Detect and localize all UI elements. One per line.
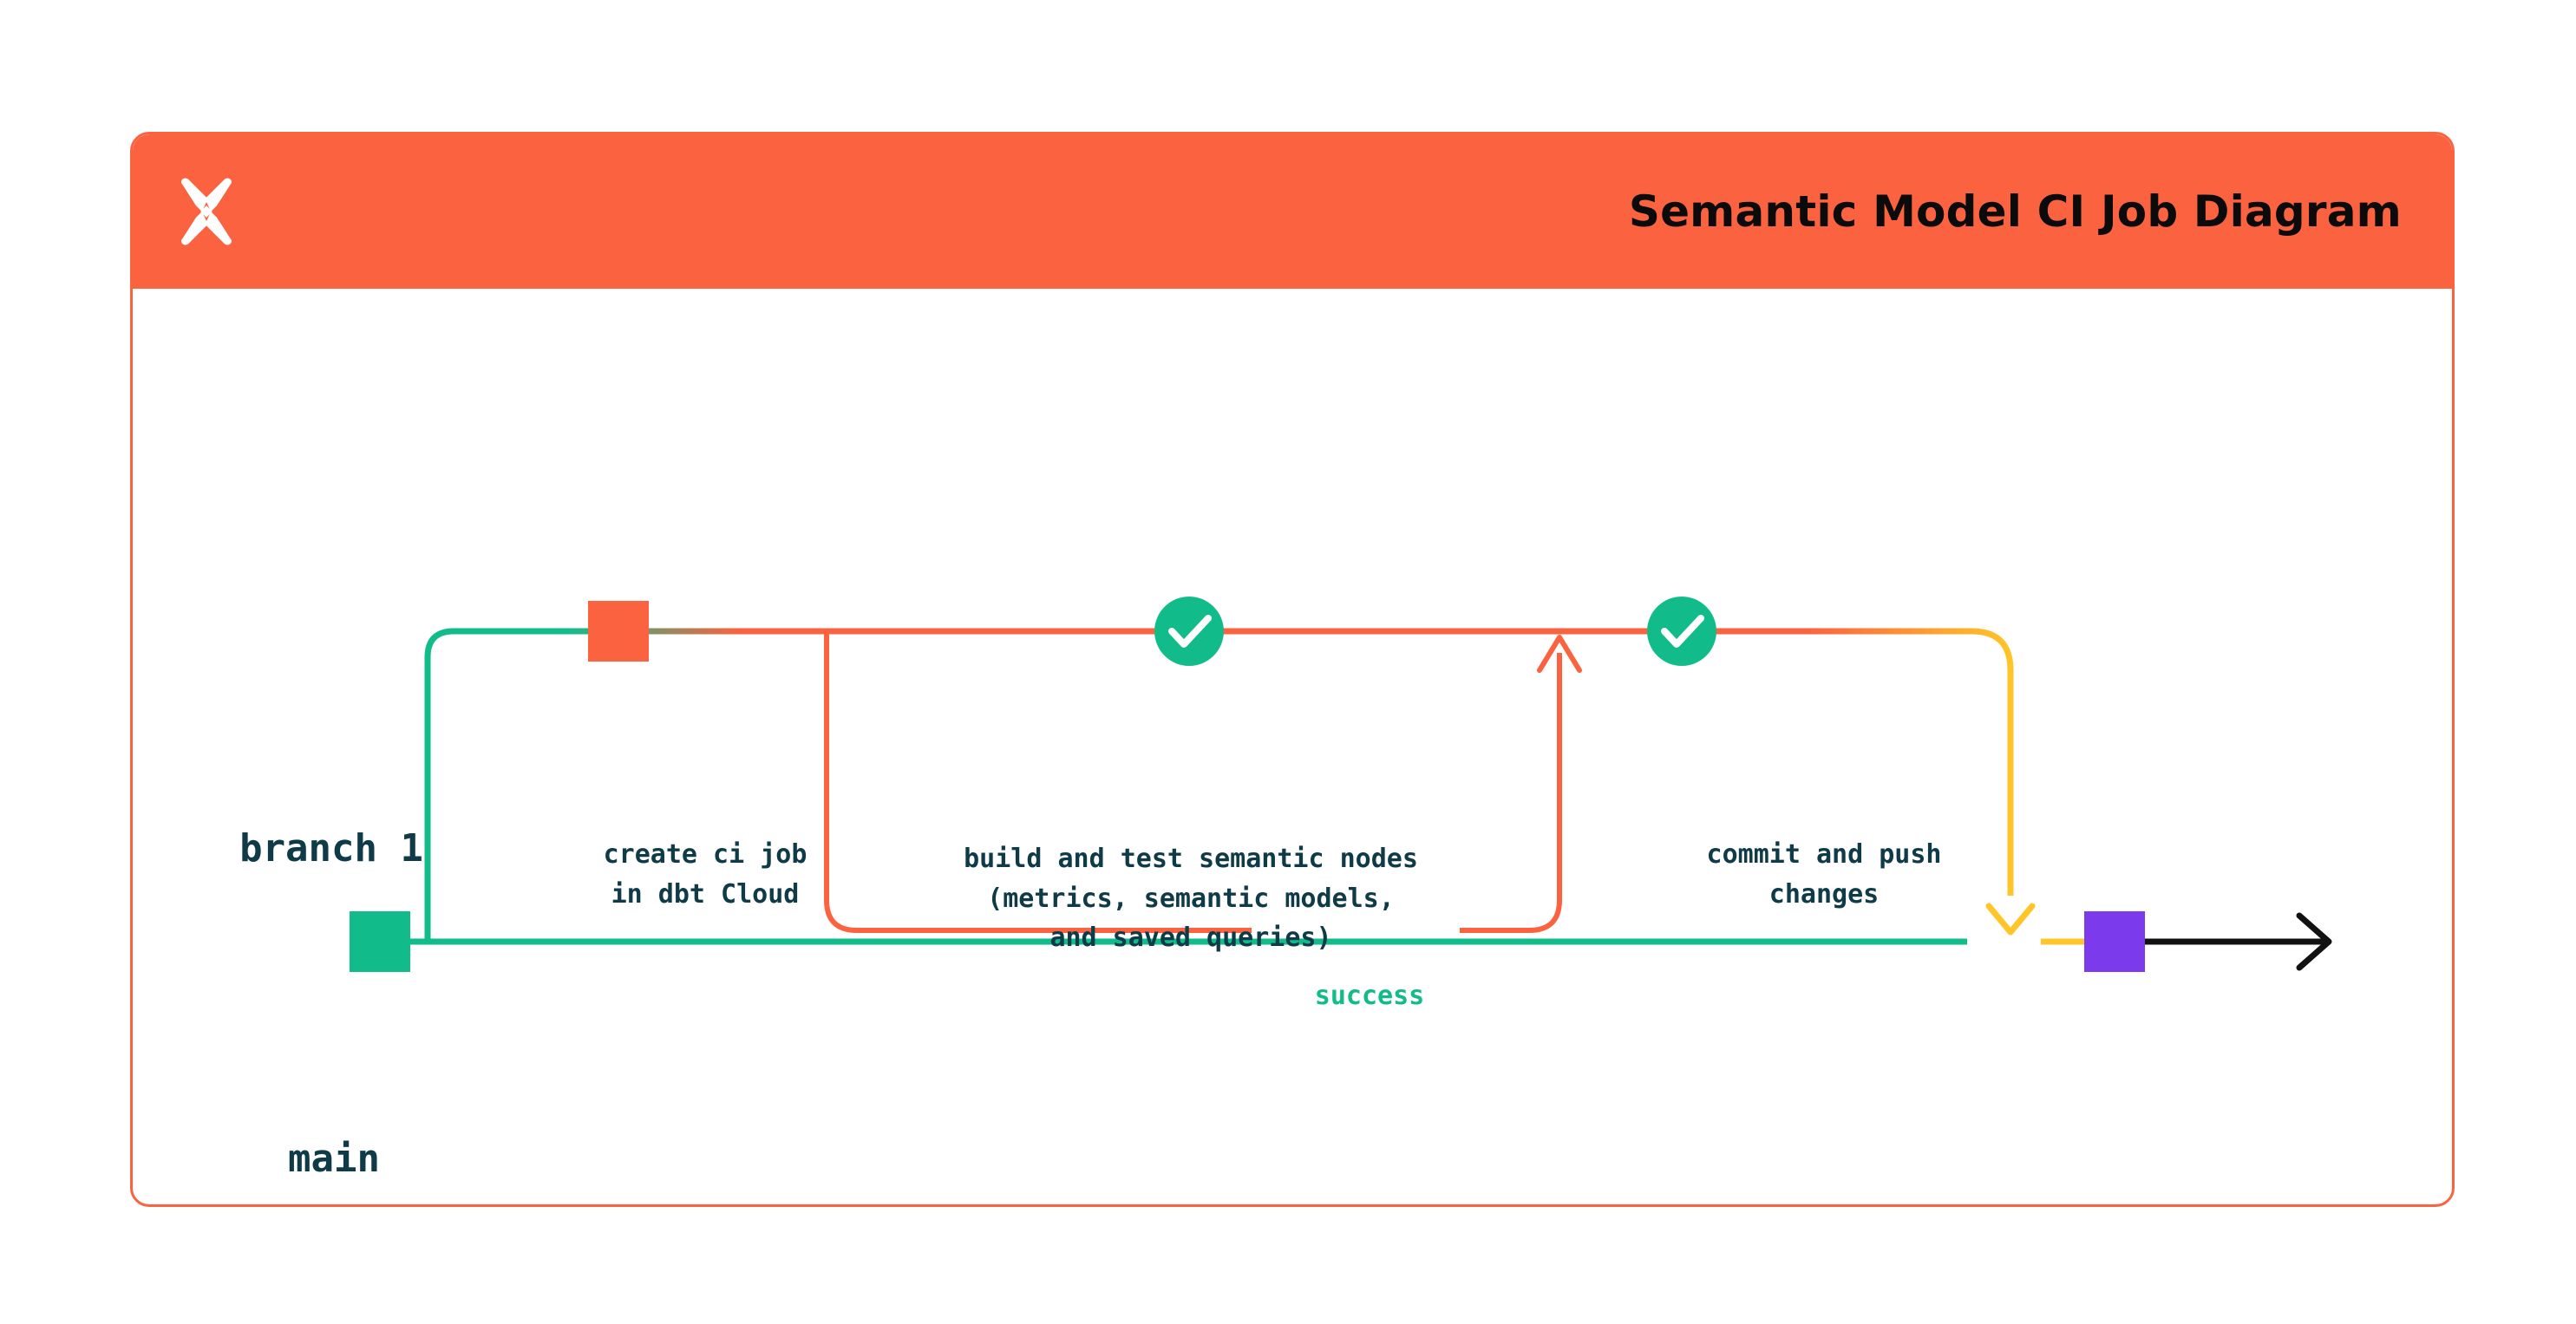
page-title: Semantic Model CI Job Diagram — [1628, 186, 2402, 237]
edge-label-success: success — [1260, 981, 1479, 1011]
merge-arrowhead-down-icon — [1985, 903, 2036, 936]
check-icon — [1168, 615, 1212, 648]
card-header: Semantic Model CI Job Diagram — [133, 134, 2452, 289]
node-create-ci-job[interactable] — [588, 601, 649, 662]
node-main-start[interactable] — [350, 911, 410, 972]
node-caption-create-ci-job: create ci job in dbt Cloud — [603, 839, 807, 910]
branch-off-edge — [424, 628, 743, 945]
node-caption-build-and-test: build and test semantic nodes (metrics, … — [964, 844, 1418, 954]
success-loop-right — [1460, 653, 1562, 933]
success-arrowhead-up-icon — [1537, 635, 1582, 673]
diagram-canvas: branch 1 main create ci job in dbt Cloud… — [133, 289, 2452, 1204]
success-loop-left — [824, 631, 1252, 933]
check-icon — [1661, 615, 1704, 648]
main-arrowhead-right-icon — [2296, 912, 2332, 971]
node-commit-and-push[interactable] — [1647, 597, 1716, 666]
node-merge-to-main[interactable] — [2084, 911, 2145, 972]
merge-back-edge — [1807, 628, 2014, 896]
node-caption-commit-and-push: commit and push changes — [1706, 839, 1942, 910]
lane-label-branch-1: branch 1 — [239, 826, 423, 871]
flow-graph — [350, 597, 2332, 972]
dbt-logo-icon — [181, 178, 232, 245]
node-build-and-test[interactable] — [1154, 597, 1224, 666]
lane-label-main: main — [288, 1137, 380, 1181]
diagram-card: Semantic Model CI Job Diagram — [130, 132, 2455, 1207]
